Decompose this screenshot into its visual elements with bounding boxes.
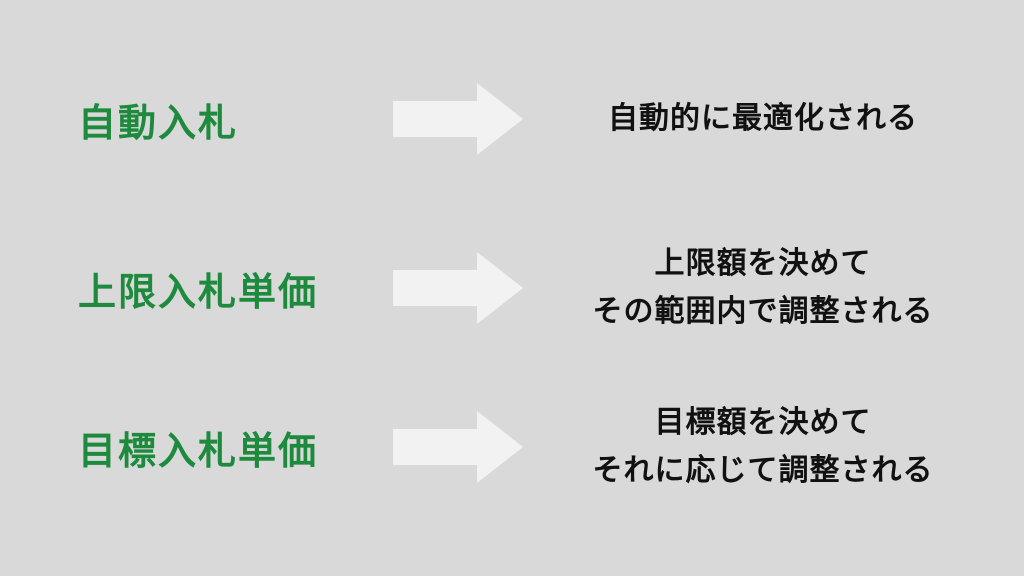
description-line: 上限額を決めて: [654, 246, 872, 281]
description-line: それに応じて調整される: [592, 453, 934, 488]
bidding-row-target-cpa: 目標入札単価 目標額を決めて それに応じて調整される: [0, 387, 1024, 507]
right-arrow-icon: [393, 411, 523, 483]
term-label: 自動入札: [78, 100, 239, 145]
term-label: 目標入札単価: [78, 428, 319, 473]
description-line: その範囲内で調整される: [592, 294, 934, 329]
bidding-row-max-cpc: 上限入札単価 上限額を決めて その範囲内で調整される: [0, 228, 1024, 348]
description: 上限額を決めて その範囲内で調整される: [548, 228, 978, 348]
description: 自動的に最適化される: [548, 59, 978, 179]
description: 目標額を決めて それに応じて調整される: [548, 387, 978, 507]
description-line: 目標額を決めて: [654, 405, 872, 440]
right-arrow-icon: [393, 252, 523, 324]
term-label: 上限入札単価: [78, 269, 319, 314]
bidding-row-auto: 自動入札 自動的に最適化される: [0, 59, 1024, 179]
description-line: 自動的に最適化される: [608, 101, 918, 136]
right-arrow-icon: [393, 83, 523, 155]
